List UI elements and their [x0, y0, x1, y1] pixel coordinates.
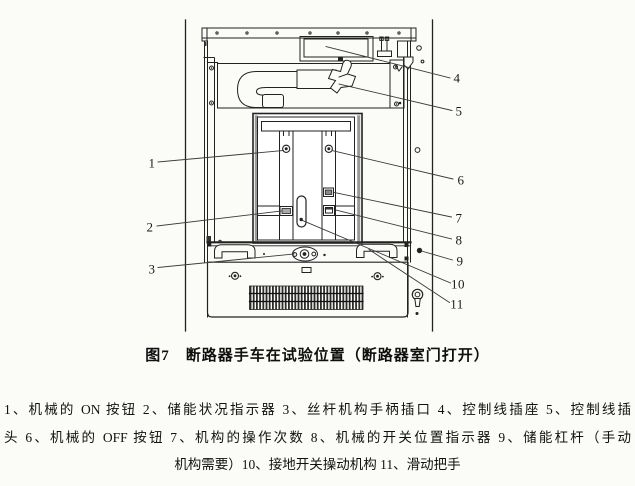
- breaker-cabinet-diagram: [156, 19, 454, 332]
- lower-front-panel: [206, 261, 409, 318]
- vent-grille: [248, 285, 364, 310]
- door-lock-keyhole: [411, 288, 424, 315]
- callout-7: 7: [455, 210, 463, 226]
- callout-1: 1: [148, 155, 156, 171]
- screw-handle-socket: [292, 246, 318, 262]
- panel-knob-left: [228, 271, 242, 280]
- control-line-plug: [327, 59, 357, 94]
- figure-legend: 1、机械的 ON 按钮 2、储能状况指示器 3、丝杆机构手柄插口 4、控制线插座…: [4, 396, 631, 479]
- legend-line-3: 机构需要）10、接地开关操动机构 11、滑动把手: [174, 457, 461, 472]
- earthing-switch-slot: [296, 195, 307, 228]
- figure-caption: 图7 断路器手车在试验位置（断路器室门打开）: [145, 348, 490, 364]
- control-line-socket: [207, 36, 392, 63]
- switch-position-indicator: [323, 205, 335, 216]
- upper-compartment: [209, 59, 405, 109]
- callout-9: 9: [456, 253, 464, 269]
- callout-6: 6: [457, 172, 465, 188]
- on-button: [282, 144, 291, 153]
- conduit-tube: [236, 71, 298, 108]
- callout-11: 11: [450, 296, 464, 312]
- legend-line-1: 1、机械的 ON 按钮 2、储能状况指示器 3、丝杆机构手柄插口 4、控制线插座…: [4, 402, 631, 417]
- energy-storage-lever-point: [416, 247, 423, 254]
- cabinet-top-panel: [201, 27, 417, 42]
- callout-2: 2: [146, 219, 154, 235]
- sliding-handle-left: [214, 244, 256, 259]
- off-button: [324, 144, 333, 153]
- callout-8: 8: [455, 232, 463, 248]
- door-strip-right: [411, 45, 425, 315]
- operation-counter: [323, 187, 334, 197]
- leader-lines: [156, 45, 454, 304]
- callout-3: 3: [148, 261, 156, 277]
- callout-4: 4: [453, 70, 461, 86]
- panel-knob-right: [371, 272, 384, 281]
- legend-line-2: 头 6、机械的 OFF 按钮 7、机构的操作次数 8、机械的开关位置指示器 9、…: [4, 429, 631, 445]
- callout-5: 5: [455, 103, 463, 119]
- cabinet-side-walls: [184, 19, 434, 332]
- breaker-front-plate: [252, 112, 363, 244]
- truck-rail: [206, 241, 412, 262]
- callout-10: 10: [451, 276, 465, 292]
